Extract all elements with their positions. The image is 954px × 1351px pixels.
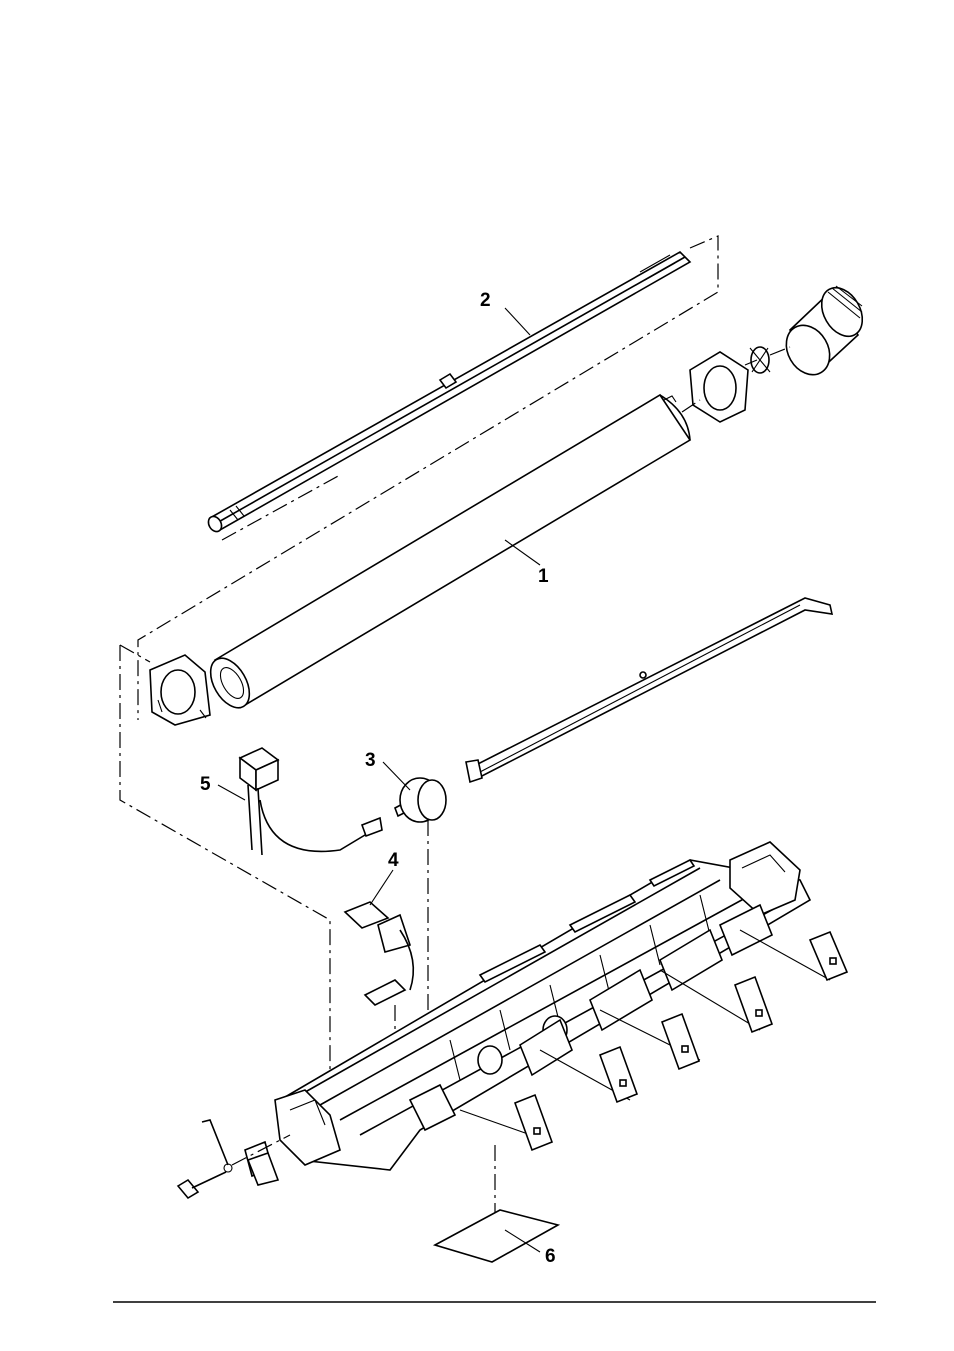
- alignment-line-left: [120, 645, 330, 1110]
- callout-1: 1: [538, 566, 549, 587]
- leader-line-3: [383, 762, 410, 790]
- leader-line-5: [218, 785, 245, 800]
- pressure-arm: [466, 598, 832, 782]
- drive-gear: [778, 280, 871, 382]
- small-parts: [178, 1120, 290, 1198]
- connector-cable: [240, 748, 382, 855]
- leader-line-1: [505, 540, 540, 565]
- alignment-line-heater: [138, 236, 718, 720]
- right-bearing: [690, 352, 748, 422]
- callout-2: 2: [480, 290, 491, 311]
- callout-5: 5: [200, 774, 211, 795]
- callout-6: 6: [545, 1246, 556, 1267]
- label-sheet: [435, 1145, 558, 1262]
- bushing-clip: [750, 347, 770, 373]
- fuser-roller: [203, 395, 690, 714]
- leader-line-2: [505, 308, 530, 335]
- heater-lamp-rod: [206, 252, 690, 534]
- callout-4: 4: [388, 850, 399, 871]
- left-bearing: [120, 645, 210, 725]
- callout-3: 3: [365, 750, 376, 771]
- leader-line-4: [370, 870, 393, 905]
